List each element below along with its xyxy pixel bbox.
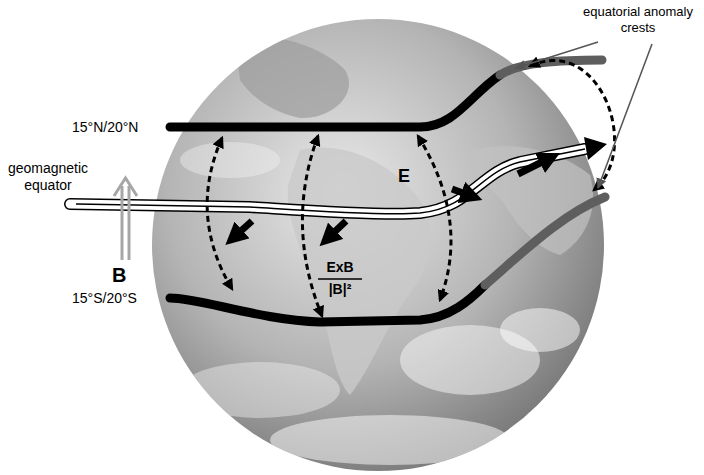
field-symbol: B (112, 263, 126, 287)
latitude-label: 15°S/20°S (72, 290, 137, 307)
callout-label: equatorial anomaly crests (576, 4, 700, 35)
latitude-label: 15°N/20°N (72, 119, 138, 136)
north-crest (170, 75, 500, 127)
globe (152, 19, 604, 471)
fraction-bar (318, 278, 362, 280)
drift-arrow (232, 157, 552, 240)
geomagnetic-equator-line (70, 137, 607, 214)
land-and-clouds (180, 37, 593, 465)
south-crest (485, 197, 605, 285)
drift-formula: ExB (316, 259, 364, 276)
dashed-flow-arrow (207, 60, 614, 316)
leader-line (516, 42, 652, 188)
magnetic-field-arrow (114, 178, 137, 260)
equator-label: geomagnetic equator (2, 160, 94, 194)
field-symbol: E (398, 166, 410, 188)
drift-formula: |B|² (316, 281, 364, 298)
south-crest (170, 285, 485, 322)
